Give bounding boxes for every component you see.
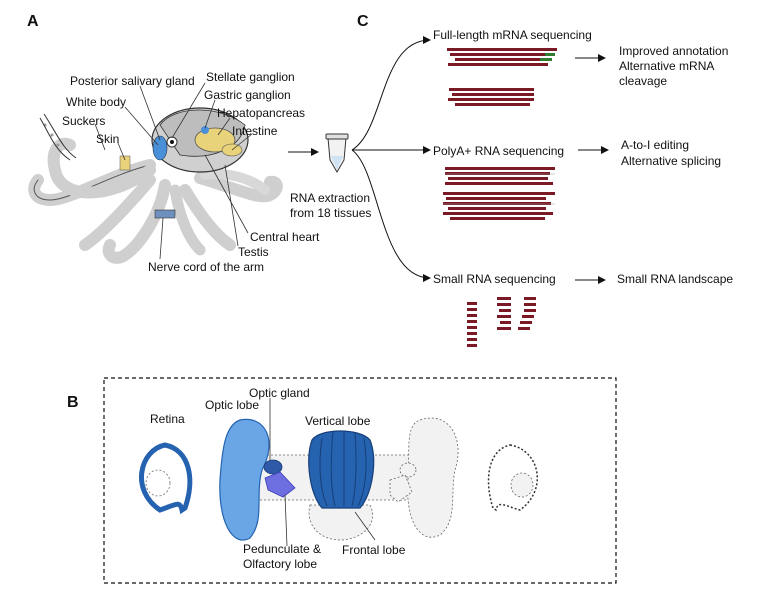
label-polya-sequencing: PolyA+ RNA sequencing: [433, 144, 565, 158]
output-alternative-mrna: Alternative mRNA: [619, 59, 715, 73]
label-optic-lobe: Optic lobe: [205, 398, 260, 412]
label-retina: Retina: [150, 412, 185, 426]
vertical-lobe: [308, 430, 375, 541]
output-small-rna-landscape: Small RNA landscape: [617, 272, 734, 286]
panel-a-leader-lines: [94, 82, 253, 260]
rna-extraction-line1: RNA extraction: [290, 191, 371, 205]
retina-left: [139, 442, 193, 515]
output-improved-annotation: Improved annotation: [619, 44, 729, 58]
retina-right: [487, 444, 538, 512]
label-nerve-cord: Nerve cord of the arm: [148, 260, 265, 274]
label-pedunculate-line1: Pedunculate &: [243, 542, 322, 556]
label-central-heart: Central heart: [250, 230, 320, 244]
panel-b-box: [103, 377, 617, 584]
label-gastric-ganglion: Gastric ganglion: [204, 88, 291, 102]
label-full-length-sequencing: Full-length mRNA sequencing: [433, 28, 592, 42]
output-alternative-splicing: Alternative splicing: [621, 154, 722, 168]
label-small-rna-sequencing: Small RNA sequencing: [433, 272, 556, 286]
label-posterior-salivary-gland: Posterior salivary gland: [70, 74, 195, 88]
optic-gland: [263, 459, 283, 475]
polya-reads: [443, 167, 555, 220]
optic-lobe-right: [407, 417, 459, 538]
label-hepatopancreas: Hepatopancreas: [217, 106, 306, 120]
panel-b-letter: B: [67, 394, 79, 411]
tube-icon: [325, 133, 349, 173]
label-optic-gland: Optic gland: [249, 386, 310, 400]
octopus-illustration: [28, 107, 283, 264]
panel-a-letter: A: [27, 13, 39, 30]
peduncle-lobe: [264, 471, 296, 498]
label-stellate-ganglion: Stellate ganglion: [206, 70, 295, 84]
optic-lobe-left: [219, 418, 270, 541]
label-vertical-lobe: Vertical lobe: [305, 414, 371, 428]
small-rna-reads: [467, 297, 536, 347]
label-white-body: White body: [66, 95, 127, 109]
label-testis: Testis: [238, 245, 269, 259]
label-suckers: Suckers: [62, 114, 106, 128]
label-skin: Skin: [96, 132, 120, 146]
rna-extraction-line2: from 18 tissues: [290, 206, 372, 220]
label-frontal-lobe: Frontal lobe: [342, 543, 406, 557]
output-cleavage: cleavage: [619, 74, 668, 88]
label-intestine: Intestine: [232, 124, 278, 138]
full-length-reads: [447, 48, 557, 106]
label-pedunculate-line2: Olfactory lobe: [243, 557, 318, 571]
output-a-to-i-editing: A-to-I editing: [621, 138, 690, 152]
panel-c-letter: C: [357, 13, 369, 30]
